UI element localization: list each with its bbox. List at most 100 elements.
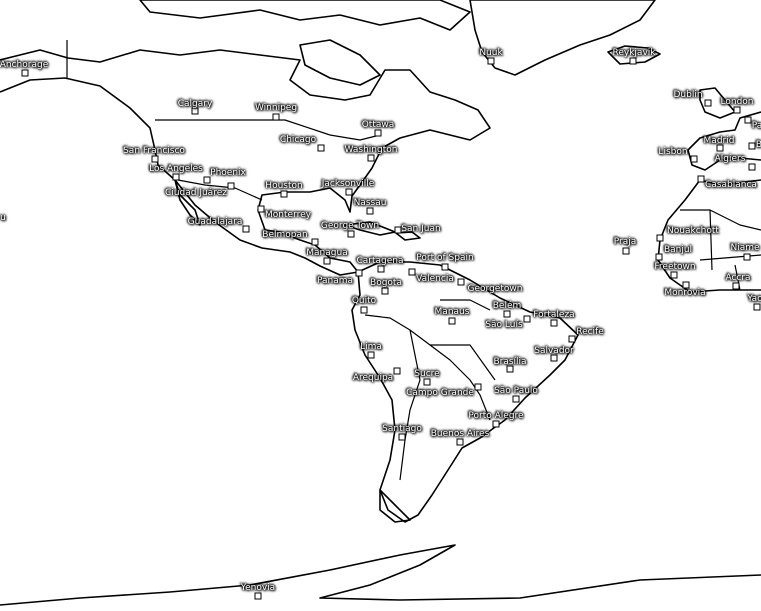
city-label: Casablanca (705, 180, 757, 190)
square-marker-icon[interactable] (744, 116, 752, 124)
square-marker-icon[interactable] (656, 234, 664, 242)
square-marker-icon[interactable] (629, 57, 637, 65)
square-marker-icon[interactable] (474, 383, 482, 391)
city-label: Reykjavik (612, 48, 656, 58)
square-marker-icon[interactable] (280, 190, 288, 198)
city-label: Buenos Aires (430, 429, 490, 439)
square-marker-icon[interactable] (748, 163, 756, 171)
square-marker-icon[interactable] (408, 268, 416, 276)
square-marker-icon[interactable] (690, 155, 698, 163)
square-marker-icon[interactable] (492, 420, 500, 428)
city-label: u (0, 213, 6, 223)
square-marker-icon[interactable] (670, 271, 678, 279)
city-label: Banjul (663, 245, 693, 255)
square-marker-icon[interactable] (568, 335, 576, 343)
square-marker-icon[interactable] (394, 226, 402, 234)
city-label: Niame (730, 243, 760, 253)
square-marker-icon[interactable] (733, 106, 741, 114)
square-marker-icon[interactable] (743, 253, 751, 261)
square-marker-icon[interactable] (398, 433, 406, 441)
square-marker-icon[interactable] (748, 142, 756, 150)
square-marker-icon[interactable] (374, 129, 382, 137)
city-label: São Luís (485, 320, 523, 330)
square-marker-icon[interactable] (151, 155, 159, 163)
square-marker-icon[interactable] (512, 395, 520, 403)
square-marker-icon[interactable] (550, 354, 558, 362)
antarctica (0, 544, 761, 606)
square-marker-icon[interactable] (254, 592, 262, 600)
baja (174, 179, 201, 226)
square-marker-icon[interactable] (716, 144, 724, 152)
city-label: Recife (576, 327, 604, 337)
square-marker-icon[interactable] (172, 173, 180, 181)
square-marker-icon[interactable] (550, 319, 558, 327)
square-marker-icon[interactable] (655, 253, 663, 261)
square-marker-icon[interactable] (523, 315, 531, 323)
city-label: Belmopan (262, 230, 308, 240)
square-marker-icon[interactable] (622, 247, 630, 255)
square-marker-icon[interactable] (393, 367, 401, 375)
city-label: Nouakchott (667, 226, 719, 236)
square-marker-icon[interactable] (257, 205, 265, 213)
us-canada-border (155, 119, 381, 141)
square-marker-icon[interactable] (456, 438, 464, 446)
hispaniola (395, 231, 421, 241)
square-marker-icon[interactable] (367, 154, 375, 162)
square-marker-icon[interactable] (242, 225, 250, 233)
square-marker-icon[interactable] (227, 182, 235, 190)
iceland (607, 45, 661, 65)
city-label: Monrovia (664, 288, 706, 298)
square-marker-icon[interactable] (323, 257, 331, 265)
square-marker-icon[interactable] (732, 282, 740, 290)
sa-borders (364, 299, 496, 481)
city-label: Houston (265, 181, 303, 191)
square-marker-icon[interactable] (506, 365, 514, 373)
square-marker-icon[interactable] (360, 306, 368, 314)
city-label: Washington (344, 145, 398, 155)
city-label: Panama (316, 276, 354, 286)
city-label: Accra (725, 273, 751, 283)
british-isles (699, 87, 736, 119)
city-label: Madrid (703, 136, 735, 146)
city-label: Freetown (654, 262, 696, 272)
square-marker-icon[interactable] (704, 99, 712, 107)
city-label: Winnipeg (254, 103, 298, 113)
city-label: Belém (492, 301, 522, 311)
city-label: Calgary (177, 99, 213, 109)
city-label: Cartagena (356, 256, 404, 266)
city-label: Brasília (493, 357, 527, 367)
square-marker-icon[interactable] (457, 278, 465, 286)
square-marker-icon[interactable] (203, 176, 211, 184)
city-label: Fortaleza (533, 310, 575, 320)
city-label: Campo Grande (406, 388, 474, 398)
city-label: Port of Spain (416, 253, 474, 263)
square-marker-icon[interactable] (355, 269, 363, 277)
city-label: Yao (747, 294, 761, 304)
square-marker-icon[interactable] (345, 188, 353, 196)
square-marker-icon[interactable] (487, 57, 495, 65)
square-marker-icon[interactable] (682, 281, 690, 289)
city-label: Los Angeles (149, 164, 203, 174)
city-label: Algiers (714, 154, 746, 164)
baffin (299, 39, 381, 86)
square-marker-icon[interactable] (381, 287, 389, 295)
square-marker-icon[interactable] (441, 263, 449, 271)
square-marker-icon[interactable] (347, 230, 355, 238)
square-marker-icon[interactable] (423, 378, 431, 386)
cuba (344, 221, 396, 236)
square-marker-icon[interactable] (367, 351, 375, 359)
africa-borders (680, 209, 761, 291)
square-marker-icon[interactable] (753, 303, 761, 311)
square-marker-icon[interactable] (311, 238, 319, 246)
square-marker-icon[interactable] (272, 113, 280, 121)
square-marker-icon[interactable] (377, 265, 385, 273)
square-marker-icon[interactable] (503, 310, 511, 318)
square-marker-icon[interactable] (317, 144, 325, 152)
city-label: San Francisco (123, 146, 185, 156)
square-marker-icon[interactable] (366, 207, 374, 215)
square-marker-icon[interactable] (21, 69, 29, 77)
square-marker-icon[interactable] (191, 107, 199, 115)
square-marker-icon[interactable] (697, 175, 705, 183)
square-marker-icon[interactable] (448, 317, 456, 325)
